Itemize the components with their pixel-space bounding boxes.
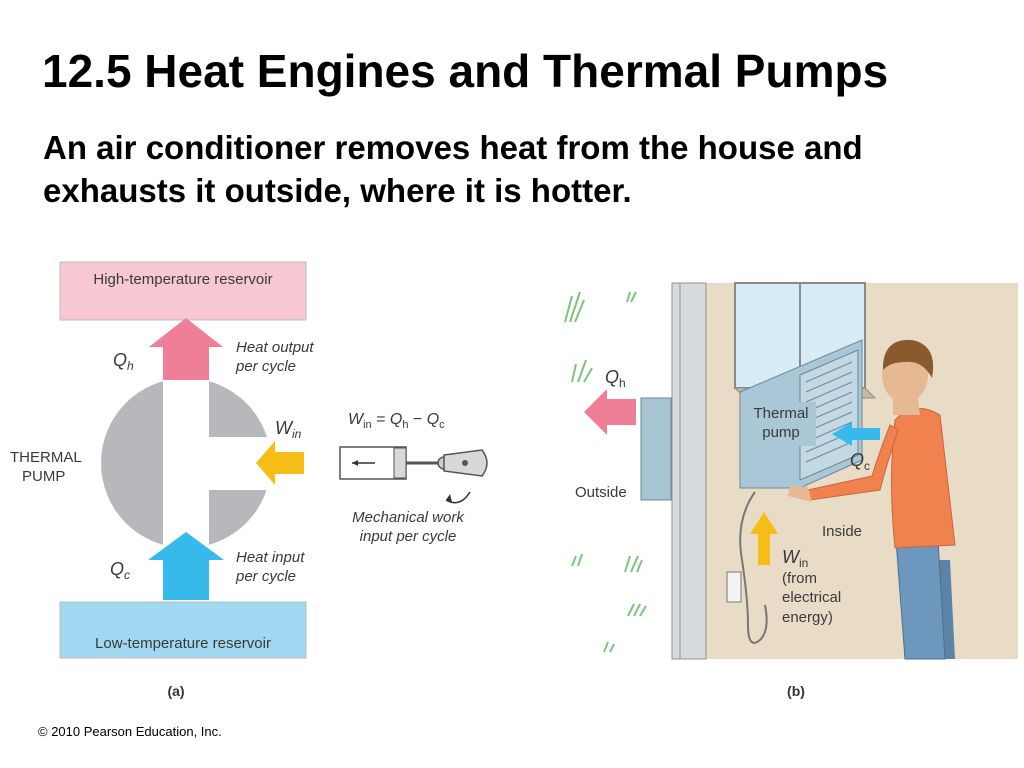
diagram-b: Thermal pump Qh Qc Outside Inside Win (f… (564, 282, 1018, 699)
electrical-work-arrow (750, 512, 778, 565)
slide-title: 12.5 Heat Engines and Thermal Pumps (42, 45, 889, 97)
outdoor-unit (640, 397, 672, 501)
device-label-line1: THERMAL (10, 449, 82, 466)
qc-symbol: Qc (110, 559, 130, 582)
heat-input-arrow (148, 532, 224, 600)
caption-b: (b) (787, 683, 805, 699)
low-temperature-reservoir (59, 601, 307, 659)
grass-icon (564, 291, 647, 653)
qc-symbol-b: Qc (850, 450, 870, 473)
mechanical-work-label-line1: Mechanical work (352, 509, 465, 526)
mechanical-work-label-line2: input per cycle (360, 528, 457, 545)
piston-icon (339, 446, 488, 504)
heat-output-arrow (149, 318, 223, 380)
heat-output-label-line2: per cycle (235, 358, 296, 375)
thermal-pump-label-line2: pump (762, 424, 800, 441)
qh-symbol-b: Qh (605, 367, 626, 390)
copyright-notice: © 2010 Pearson Education, Inc. (38, 724, 222, 739)
win-label-line3: energy) (782, 609, 833, 626)
power-cord (739, 491, 768, 644)
slide-subtitle: An air conditioner removes heat from the… (43, 129, 863, 209)
heat-output-label-line1: Heat output (236, 339, 314, 356)
win-label-line2: electrical (782, 589, 841, 606)
person-figure (788, 339, 956, 660)
wall-outlet (726, 571, 742, 603)
heat-input-label-line1: Heat input (236, 549, 305, 566)
win-symbol-b: Win (782, 547, 808, 570)
win-symbol: Win (275, 418, 302, 441)
device-label-line2: PUMP (22, 468, 65, 485)
inside-label: Inside (822, 523, 862, 540)
low-reservoir-label: Low-temperature reservoir (95, 635, 271, 652)
heat-exhaust-arrow (584, 389, 636, 435)
work-equation: Win = Qh − Qc (348, 411, 445, 431)
heat-input-label-line2: per cycle (235, 568, 296, 585)
high-temperature-reservoir (59, 261, 307, 321)
work-input-arrow (256, 441, 304, 485)
wall-section (671, 282, 707, 660)
heat-removed-arrow (832, 422, 880, 446)
diagram-a: High-temperature reservoir Low-temperatu… (10, 261, 488, 699)
qh-symbol: Qh (113, 350, 134, 373)
caption-a: (a) (167, 683, 184, 699)
outside-label: Outside (575, 484, 627, 501)
thermal-pump-label-line1: Thermal (753, 405, 808, 422)
win-label-line1: (from (782, 570, 817, 587)
high-reservoir-label: High-temperature reservoir (93, 271, 272, 288)
